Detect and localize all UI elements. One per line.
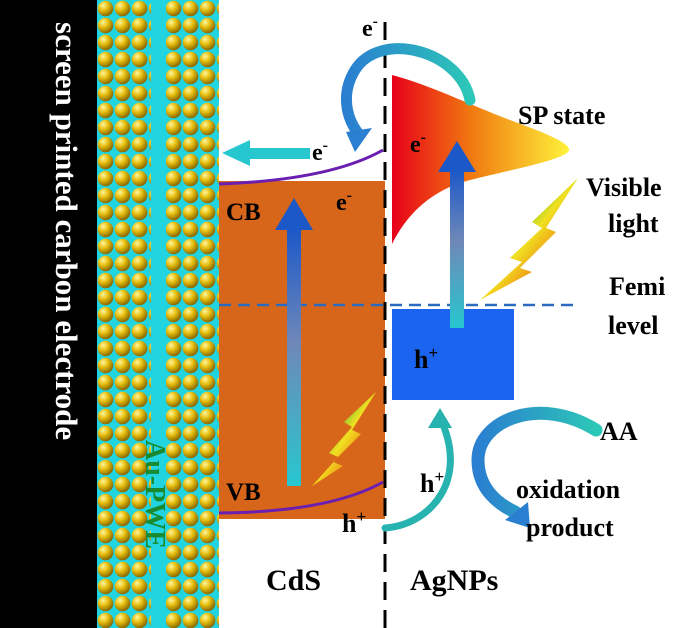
light-label: light (608, 209, 659, 238)
sp-state-label: SP state (518, 101, 605, 130)
gold-spheres-left (97, 0, 151, 628)
electrode-label: screen printed carbon electrode (49, 22, 84, 440)
hole-vb-label: h+ (342, 507, 366, 538)
electron-cb-label: e- (336, 187, 352, 216)
vb-label: VB (226, 479, 261, 506)
hole-transfer-label: h+ (420, 467, 444, 498)
hole-ag-label: h+ (414, 343, 438, 374)
visible-light-bolt-cds (312, 392, 376, 486)
agnp-excitation-arrow-shaft (450, 170, 464, 328)
electron-return-arrowhead (346, 128, 372, 152)
electron-top-label: e- (362, 13, 378, 42)
agnps-label: AgNPs (410, 564, 498, 597)
sp-state-shape (392, 75, 570, 244)
aa-oxidation-curve (471, 406, 603, 519)
gold-spheres-right (166, 0, 219, 628)
hole-transfer-arrowhead (428, 408, 452, 428)
aa-label: AA (600, 417, 638, 446)
cb-label: CB (226, 199, 261, 226)
cds-label: CdS (266, 564, 321, 597)
oxidation-label: oxidation (516, 475, 621, 504)
electron-transfer-label: e- (312, 137, 328, 166)
hole-transfer-curve (381, 414, 454, 532)
cb-band-edge (218, 148, 384, 186)
level-label: level (608, 311, 659, 340)
product-label: product (526, 513, 614, 542)
cds-excitation-arrow-shaft (287, 228, 301, 486)
femi-label: Femi (609, 272, 665, 301)
electron-transfer-arrow-shaft (248, 148, 310, 159)
electron-sp-label: e- (410, 129, 426, 158)
visible-label: Visible (586, 173, 662, 202)
cds-excitation-arrow-head (275, 198, 313, 230)
electron-return-curve (341, 43, 476, 141)
cds-box (219, 181, 385, 519)
vb-band-edge (218, 480, 384, 515)
aa-oxidation-arrowhead (505, 502, 530, 528)
agnp-excitation-arrow-head (438, 141, 476, 172)
electrode-band (0, 0, 97, 628)
wire-electrode-label: Au-PWE (139, 440, 170, 549)
visible-light-bolt-ag (480, 178, 578, 300)
electron-transfer-arrow-head (222, 140, 250, 166)
